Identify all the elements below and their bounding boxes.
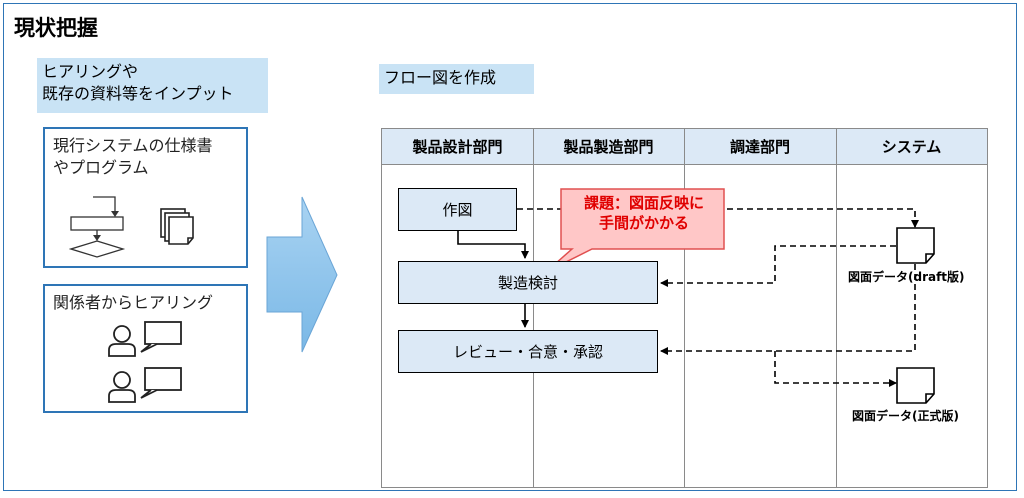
lane-header-system: システム: [836, 129, 987, 165]
lane-divider: [533, 129, 534, 487]
page-title: 現状把握: [14, 16, 98, 40]
flowchart-icon: [69, 196, 126, 258]
issue-callout-text: 課題：図面反映に 手間がかかる: [565, 193, 723, 233]
swimlane-diagram: 製品設計部門 製品製造部門 調達部門 システム: [381, 128, 988, 488]
lane-header-design: 製品設計部門: [382, 129, 533, 165]
lane-header-procurement: 調達部門: [684, 129, 836, 165]
page-frame: [3, 3, 1017, 491]
issue-callout-line1: 課題：図面反映に: [583, 194, 704, 212]
source-specs-text: 現行システムの仕様書 やプログラム: [53, 135, 213, 179]
process-manufacturing-review: 製造検討: [398, 261, 658, 304]
process-approval: レビュー・合意・承認: [398, 330, 658, 373]
doc-label-final: 図面データ(正式版): [852, 409, 959, 423]
flow-section-label: フロー図を作成: [379, 64, 534, 94]
lane-divider: [836, 129, 837, 487]
source-interview-box: 関係者からヒアリング: [43, 284, 248, 413]
lane-divider: [684, 129, 685, 487]
source-interview-text: 関係者からヒアリング: [53, 293, 214, 312]
lane-header-manufacturing: 製品製造部門: [533, 129, 684, 165]
issue-callout-line2: 手間がかかる: [598, 214, 689, 232]
source-specs-box: 現行システムの仕様書 やプログラム: [43, 127, 248, 268]
input-label-line2: 既存の資料等をインプット: [42, 84, 234, 103]
input-label-line1: ヒアリングや: [42, 62, 139, 81]
doc-label-draft: 図面データ(draft版): [848, 270, 965, 284]
source-specs-line2: やプログラム: [53, 158, 149, 177]
person-speech-icon: [108, 321, 182, 403]
input-section-label: ヒアリングや 既存の資料等をインプット: [37, 58, 268, 113]
process-drawing: 作図: [398, 188, 517, 231]
source-specs-line1: 現行システムの仕様書: [53, 136, 213, 155]
document-stack-icon: [160, 208, 194, 245]
